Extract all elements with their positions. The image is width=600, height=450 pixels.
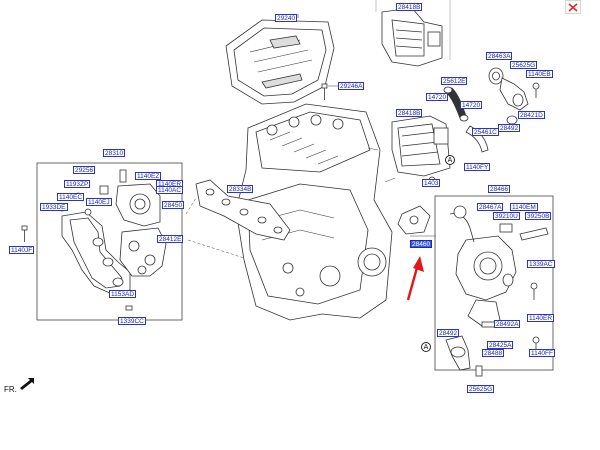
part-label-1933d[interactable]: 1933DE — [40, 203, 68, 211]
close-button[interactable] — [565, 0, 581, 14]
part-label-29240[interactable]: 29240 — [275, 14, 298, 22]
part-label-28418b-mid[interactable]: 28418B — [396, 109, 423, 117]
egr-valve — [449, 205, 549, 327]
engine-cover — [225, 19, 335, 105]
part-label-39210u[interactable]: 39210U — [493, 212, 520, 220]
part-label-28310[interactable]: 28310 — [103, 149, 126, 157]
part-label-28412e[interactable]: 28412E — [157, 235, 184, 243]
part-label-1193zp[interactable]: 1193ZP — [64, 180, 91, 188]
part-label-1140em[interactable]: 1140EM — [510, 203, 538, 211]
part-label-28492-top[interactable]: 28492 — [498, 124, 521, 132]
part-label-28334b[interactable]: 28334B — [227, 185, 254, 193]
egr-cooler-mid — [391, 115, 451, 184]
egr-valve-group-box — [434, 195, 554, 371]
egr-pipe-lower — [445, 282, 540, 377]
part-label-28492-bottom[interactable]: 28492 — [437, 329, 460, 337]
part-label-1403[interactable]: 1403 — [422, 179, 441, 187]
part-label-29256[interactable]: 29256 — [73, 166, 96, 174]
reference-mark-a-upper: A — [445, 155, 455, 165]
part-label-14720-a[interactable]: 14720 — [426, 93, 449, 101]
part-label-28450[interactable]: 28450 — [162, 201, 185, 209]
part-label-28418b-top[interactable]: 28418B — [396, 3, 423, 11]
part-label-1140ej[interactable]: 1140EJ — [86, 198, 112, 206]
egr-pipe-upper — [488, 67, 540, 125]
part-label-1339ac[interactable]: 1339AC — [527, 260, 555, 268]
part-label-1153ad[interactable]: 1153AD — [109, 290, 137, 298]
part-label-1140ec[interactable]: 1140EC — [57, 193, 85, 201]
part-label-29246a[interactable]: 29246A — [338, 82, 365, 90]
part-label-28492a[interactable]: 28492A — [494, 320, 521, 328]
part-label-28463a[interactable]: 28463A — [486, 52, 513, 60]
part-label-28488[interactable]: 28488 — [482, 349, 505, 357]
front-direction-icon — [20, 378, 34, 390]
egr-gasket — [397, 205, 431, 235]
part-label-14720-b[interactable]: 14720 — [460, 101, 483, 109]
part-label-28425a[interactable]: 28425A — [487, 341, 514, 349]
highlight-arrow — [406, 256, 424, 301]
part-label-1140eb[interactable]: 1140EB — [526, 70, 553, 78]
egr-hose — [443, 86, 489, 153]
part-label-28467a[interactable]: 28467A — [477, 203, 504, 211]
part-label-25625g[interactable]: 25625G — [510, 61, 538, 69]
intake-bolts-left — [21, 225, 133, 311]
intake-gasket — [195, 179, 291, 241]
part-label-1339cc[interactable]: 1339CC — [118, 317, 146, 325]
part-label-39250b[interactable]: 39250B — [525, 212, 552, 220]
part-label-1140ac[interactable]: 1140AC — [156, 186, 184, 194]
front-direction-label: FR. — [4, 385, 17, 394]
close-icon — [568, 3, 578, 12]
part-label-1140ez[interactable]: 1140EZ — [135, 172, 162, 180]
reference-mark-a-lower: A — [421, 342, 431, 352]
part-label-1140er-right[interactable]: 1140ER — [527, 314, 555, 322]
part-label-25612e[interactable]: 25612E — [441, 77, 468, 85]
part-label-25461c[interactable]: 25461C — [472, 128, 499, 136]
part-label-28460-selected[interactable]: 28460 — [410, 240, 433, 248]
bolt-29246a — [321, 83, 328, 100]
part-label-25625g-bottom[interactable]: 25625G — [467, 385, 495, 393]
engine-block — [235, 103, 393, 321]
part-label-1140fy[interactable]: 1140FY — [464, 163, 491, 171]
part-label-28466[interactable]: 28466 — [488, 185, 511, 193]
part-label-1140ff[interactable]: 1140FF — [529, 349, 555, 357]
part-label-1140jf[interactable]: 1140JF — [9, 246, 35, 254]
egr-cooler-top — [381, 7, 443, 67]
part-label-28421d[interactable]: 28421D — [518, 111, 545, 119]
